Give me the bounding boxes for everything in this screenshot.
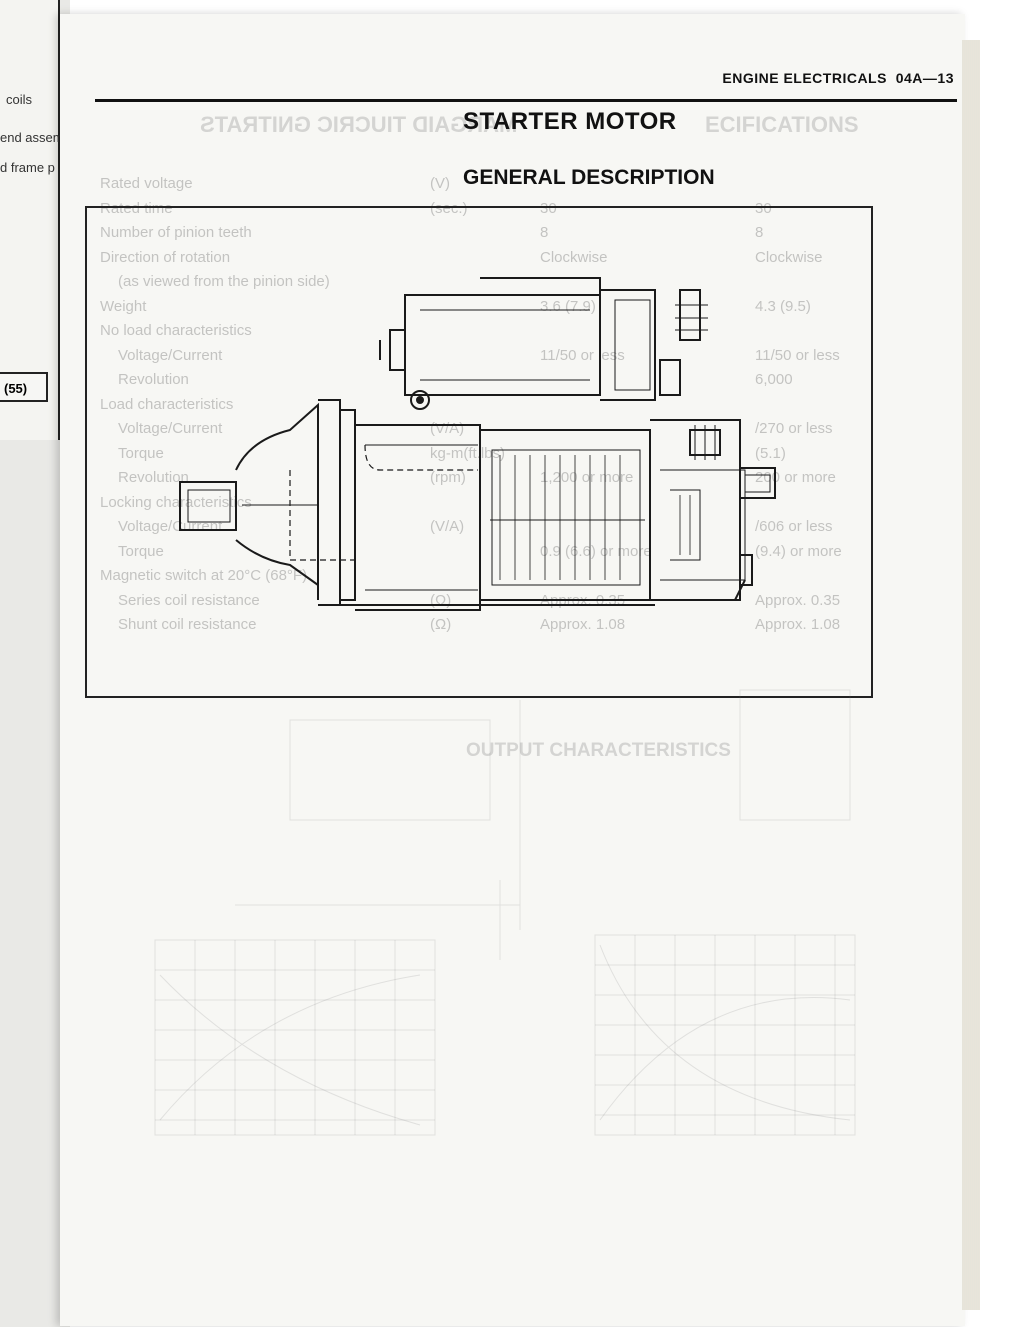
bleed-spec-label: Torque bbox=[118, 543, 164, 560]
bleed-spec-unit: kg-m(ft.lbs) bbox=[430, 445, 505, 462]
bleed-spec-label: Direction of rotation bbox=[100, 249, 231, 266]
bleed-spec-value: /606 or less bbox=[755, 518, 833, 535]
bleed-spec-label: Voltage/Current bbox=[118, 420, 223, 437]
bleed-spec-label: (as viewed from the pinion side) bbox=[118, 273, 330, 290]
bleed-spec-value: /270 or less bbox=[755, 420, 833, 437]
bleed-spec-label: Weight bbox=[100, 298, 147, 315]
bleed-spec-label: Revolution bbox=[118, 469, 189, 486]
bleed-spec-label: Series coil resistance bbox=[118, 592, 260, 609]
bleed-spec-label: Load characteristics bbox=[100, 396, 234, 413]
bleed-spec-label: Number of pinion teeth bbox=[100, 224, 252, 241]
bleed-spec-label: Rated time bbox=[100, 200, 173, 217]
bleed-output-heading: OUTPUT CHARACTERISTICS bbox=[466, 740, 731, 761]
bleed-spec-unit: (Ω) bbox=[430, 616, 452, 633]
bleed-spec-unit: (V/A) bbox=[430, 518, 465, 535]
section-name: ENGINE ELECTRICALS bbox=[722, 70, 887, 86]
bleed-spec-value: 3.6 (7.9) bbox=[540, 298, 596, 315]
bleed-spec-value: Clockwise bbox=[755, 249, 823, 266]
bleed-spec-value: Approx. 1.08 bbox=[540, 616, 626, 633]
bleed-spec-label: Voltage/Current bbox=[118, 347, 223, 364]
bleed-spec-value: (5.1) bbox=[755, 445, 786, 462]
bleed-spec-value: 30 bbox=[755, 200, 772, 217]
bleed-spec-value: 0.9 (6.6) or more bbox=[540, 543, 652, 560]
bleed-spec-label: Torque bbox=[118, 445, 164, 462]
manual-page bbox=[60, 14, 965, 1326]
bleed-spec-value: 4.3 (9.5) bbox=[755, 298, 811, 315]
previous-page-boxed-value: (55) bbox=[0, 372, 48, 402]
previous-page-text-area: coils end assem d frame p bbox=[0, 0, 64, 440]
bleed-spec-value: Approx. 1.08 bbox=[755, 616, 841, 633]
bleed-spec-value: Approx. 0.35 bbox=[755, 592, 841, 609]
previous-page-line: coils bbox=[6, 92, 33, 107]
bleed-spec-value: 11/50 or less bbox=[540, 347, 625, 364]
bleed-spec-unit: (sec.) bbox=[430, 200, 468, 217]
previous-page-line: end assem bbox=[0, 130, 64, 145]
running-header: ENGINE ELECTRICALS 04A—13 bbox=[722, 70, 954, 86]
bleed-spec-unit: (rpm) bbox=[430, 469, 466, 486]
bleed-spec-label: Locking characteristics bbox=[100, 494, 252, 511]
bleed-spec-value: Clockwise bbox=[540, 249, 608, 266]
bleed-spec-label: Rated voltage bbox=[100, 175, 193, 192]
bleed-spec-value: 30 bbox=[540, 200, 557, 217]
bleed-spec-value: 8 bbox=[755, 224, 764, 241]
bleed-spec-label: Revolution bbox=[118, 371, 189, 388]
bleed-spec-value: 11/50 or less bbox=[755, 347, 840, 364]
bleed-spec-label: Magnetic switch at 20°C (68°F) bbox=[100, 567, 308, 584]
bleed-spec-value: 6,000 bbox=[755, 371, 793, 388]
starter-motor-figure-frame bbox=[85, 206, 873, 698]
page-number: 04A—13 bbox=[895, 70, 954, 86]
bleed-heading-right: ECIFICATIONS bbox=[705, 112, 859, 137]
header-rule bbox=[95, 99, 957, 102]
bleed-spec-label: No load characteristics bbox=[100, 322, 252, 339]
bleed-spec-value: 1,200 or more bbox=[540, 469, 634, 486]
previous-page-line: d frame p bbox=[0, 160, 55, 175]
page-stack-edge bbox=[962, 40, 980, 1310]
bleed-spec-unit: (V) bbox=[430, 175, 450, 192]
section-heading: GENERAL DESCRIPTION bbox=[463, 166, 715, 189]
bleed-spec-value: (9.4) or more bbox=[755, 543, 842, 560]
page-title: STARTER MOTOR bbox=[463, 108, 677, 135]
bleed-spec-value: 8 bbox=[540, 224, 549, 241]
bleed-spec-label: Shunt coil resistance bbox=[118, 616, 257, 633]
